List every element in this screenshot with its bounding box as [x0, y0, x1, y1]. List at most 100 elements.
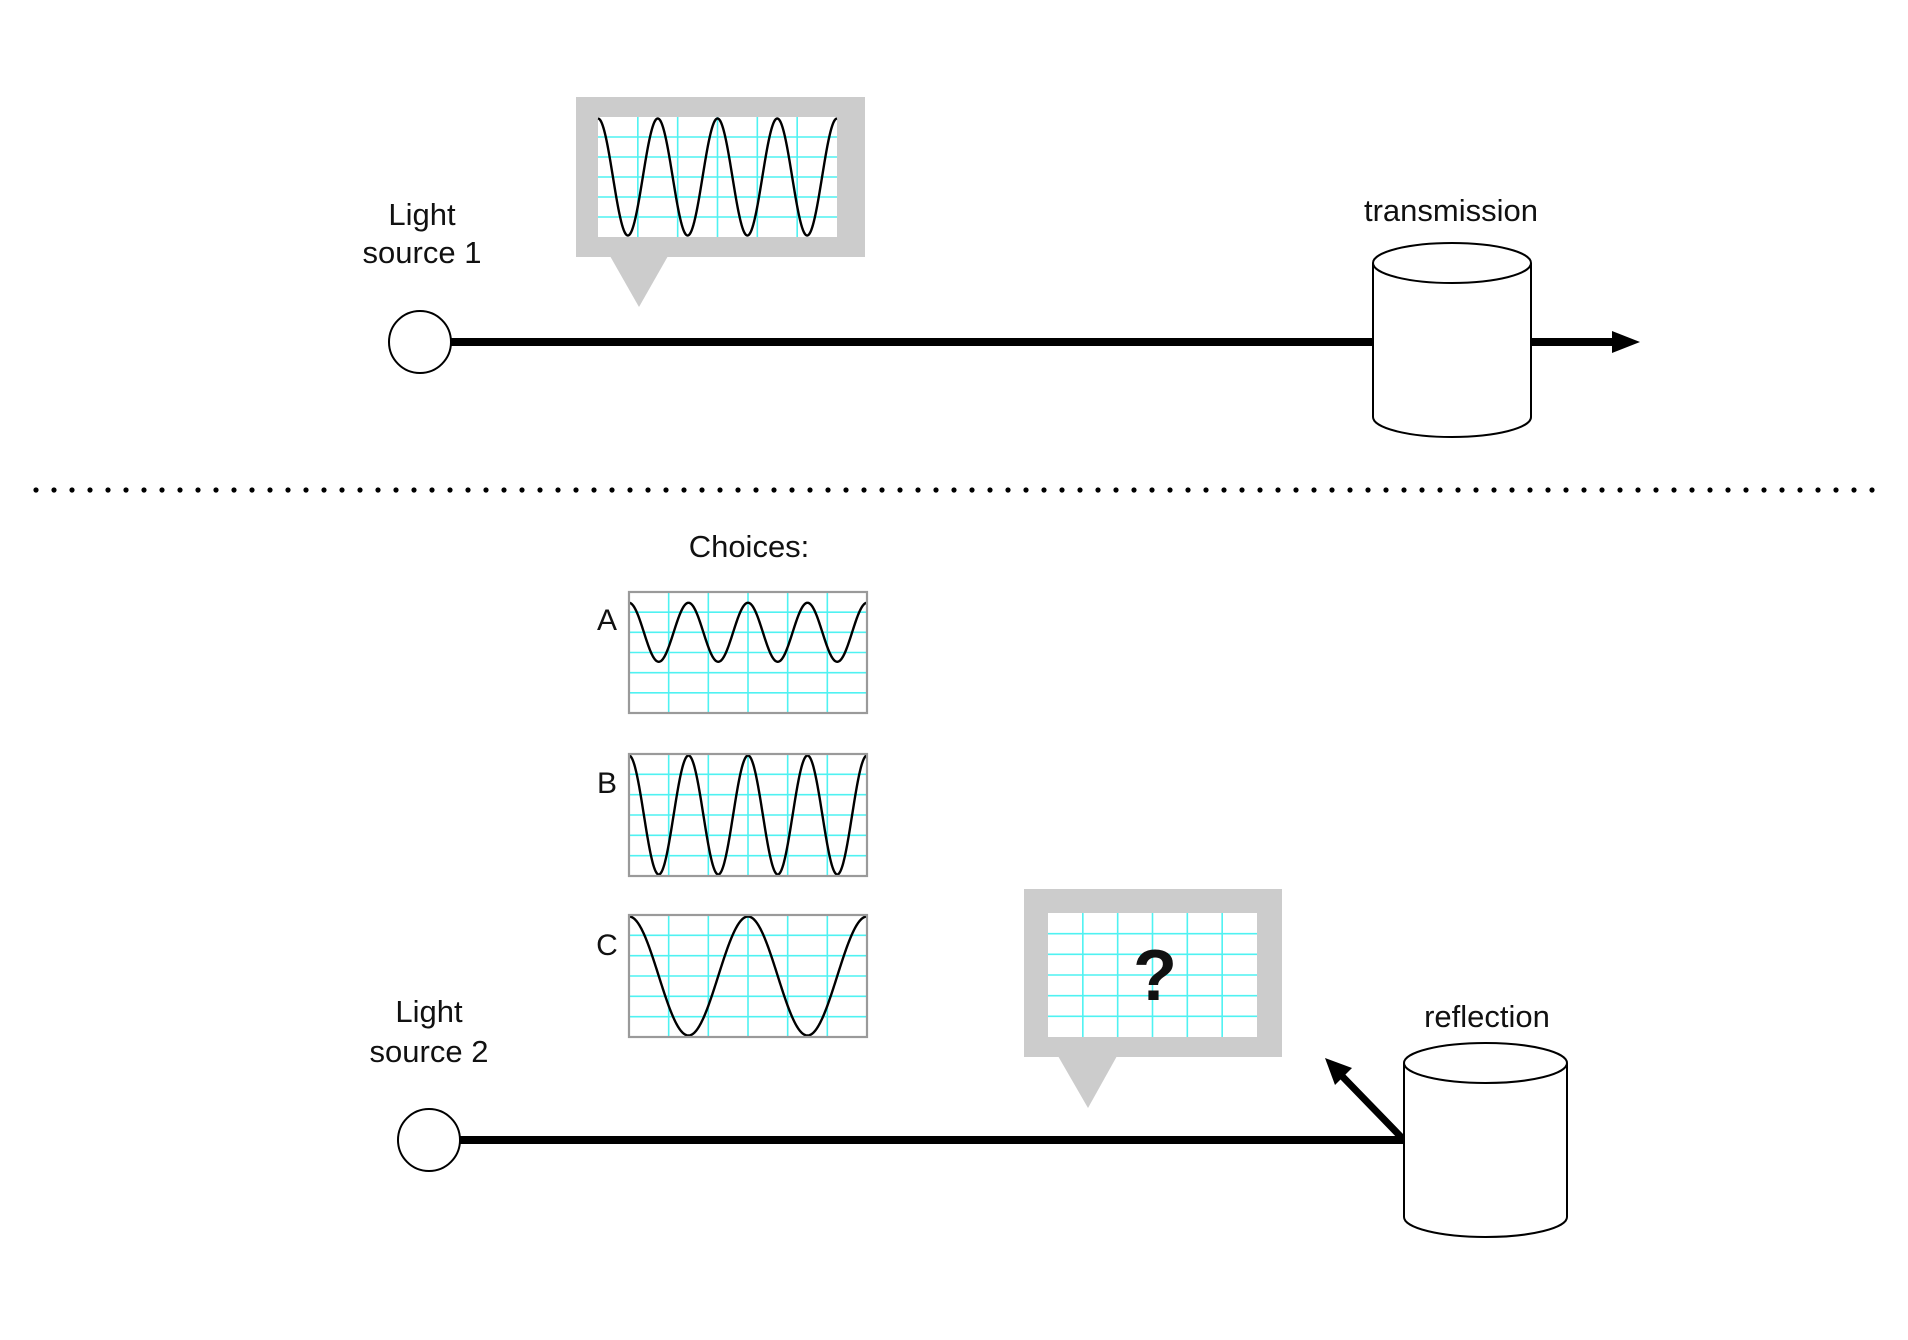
reflected-beam — [1337, 1071, 1407, 1143]
separator-dot — [1743, 487, 1749, 493]
plot-border — [627, 752, 869, 878]
waveform-curve — [628, 915, 868, 1037]
choice-c-plot[interactable] — [627, 913, 869, 1039]
transmission-cylinder-icon — [1372, 242, 1532, 438]
choice-a-plot[interactable] — [627, 590, 869, 715]
arrowhead-icon — [1325, 1058, 1352, 1085]
separator-dot — [861, 487, 867, 493]
separator-dot — [1005, 487, 1011, 493]
unknown-waveform-plot — [1048, 913, 1257, 1037]
separator-dot — [393, 487, 399, 493]
separator-dot — [447, 487, 453, 493]
separator-dot — [231, 487, 237, 493]
separator-dot — [321, 487, 327, 493]
choices-title: Choices: — [689, 529, 810, 564]
separator-dot — [573, 487, 579, 493]
separator-dot — [879, 487, 885, 493]
separator-dot — [123, 487, 129, 493]
separator-dot — [771, 487, 777, 493]
reflection-cylinder-icon — [1403, 1042, 1568, 1238]
separator-dot — [465, 487, 471, 493]
choice-c-letter: C — [596, 929, 618, 962]
separator-dot — [1311, 487, 1317, 493]
separator-dot — [429, 487, 435, 493]
separator-dot — [177, 487, 183, 493]
separator-dot — [537, 487, 543, 493]
separator-dot — [663, 487, 669, 493]
separator-dot — [483, 487, 489, 493]
separator-dot — [1707, 487, 1713, 493]
light-source-1-icon — [388, 310, 452, 374]
waveform-plot-source-1 — [597, 117, 838, 237]
separator-dot — [1653, 487, 1659, 493]
separator-dot — [555, 487, 561, 493]
separator-dot — [951, 487, 957, 493]
separator-dot — [1833, 487, 1839, 493]
choice-a-letter: A — [597, 604, 617, 637]
plot-border — [627, 913, 869, 1039]
separator-dot — [267, 487, 273, 493]
choice-b-plot[interactable] — [627, 752, 869, 878]
separator-dot — [1329, 487, 1335, 493]
separator-dot — [141, 487, 147, 493]
separator-dot — [1509, 487, 1515, 493]
separator-dot — [1635, 487, 1641, 493]
separator-dot — [1797, 487, 1803, 493]
separator-dot — [1581, 487, 1587, 493]
separator-dot — [591, 487, 597, 493]
separator-dot — [1167, 487, 1173, 493]
question-mark: ? — [1133, 936, 1177, 1016]
separator-dot — [1095, 487, 1101, 493]
separator-dot — [1059, 487, 1065, 493]
reflection-label: reflection — [1424, 999, 1550, 1034]
separator-dot — [627, 487, 633, 493]
separator-dot — [1779, 487, 1785, 493]
source-1-label-line2: source 1 — [363, 235, 482, 270]
separator-dot — [1113, 487, 1119, 493]
separator-dot — [375, 487, 381, 493]
separator-dot — [69, 487, 75, 493]
transmission-label: transmission — [1364, 193, 1538, 228]
callout-pointer — [610, 256, 668, 307]
waveform-curve — [628, 601, 868, 663]
separator-dot — [195, 487, 201, 493]
separator-dot — [1491, 487, 1497, 493]
waveform-curve — [628, 754, 868, 876]
separator-dot — [1131, 487, 1137, 493]
separator-dot — [1725, 487, 1731, 493]
separator-dot — [1149, 487, 1155, 493]
separator-dot — [1365, 487, 1371, 493]
separator-dot — [159, 487, 165, 493]
separator-dot — [1257, 487, 1263, 493]
callout-pointer — [1058, 1056, 1117, 1108]
separator-dot — [1185, 487, 1191, 493]
bottom-scene: Light source 2 ? reflection — [370, 889, 1568, 1238]
arrowhead-icon — [1612, 331, 1640, 353]
source-1-label-line1: Light — [388, 197, 456, 232]
separator-dot — [933, 487, 939, 493]
separator-dot — [1563, 487, 1569, 493]
separator-dot — [1077, 487, 1083, 493]
separator-dot — [969, 487, 975, 493]
separator-dot — [1851, 487, 1857, 493]
separator-dot — [519, 487, 525, 493]
separator-dot — [1023, 487, 1029, 493]
separator-dot — [1437, 487, 1443, 493]
separator-dot — [33, 487, 39, 493]
separator-dot — [1671, 487, 1677, 493]
separator-dot — [339, 487, 345, 493]
separator-dot — [1275, 487, 1281, 493]
waveform-curve — [597, 117, 838, 237]
dotted-separator — [33, 487, 1875, 493]
separator-dot — [699, 487, 705, 493]
separator-dot — [1347, 487, 1353, 493]
separator-dot — [1599, 487, 1605, 493]
separator-dot — [303, 487, 309, 493]
separator-dot — [1203, 487, 1209, 493]
separator-dot — [1239, 487, 1245, 493]
separator-dot — [825, 487, 831, 493]
source-2-label-line1: Light — [395, 994, 463, 1029]
separator-dot — [735, 487, 741, 493]
separator-dot — [1419, 487, 1425, 493]
